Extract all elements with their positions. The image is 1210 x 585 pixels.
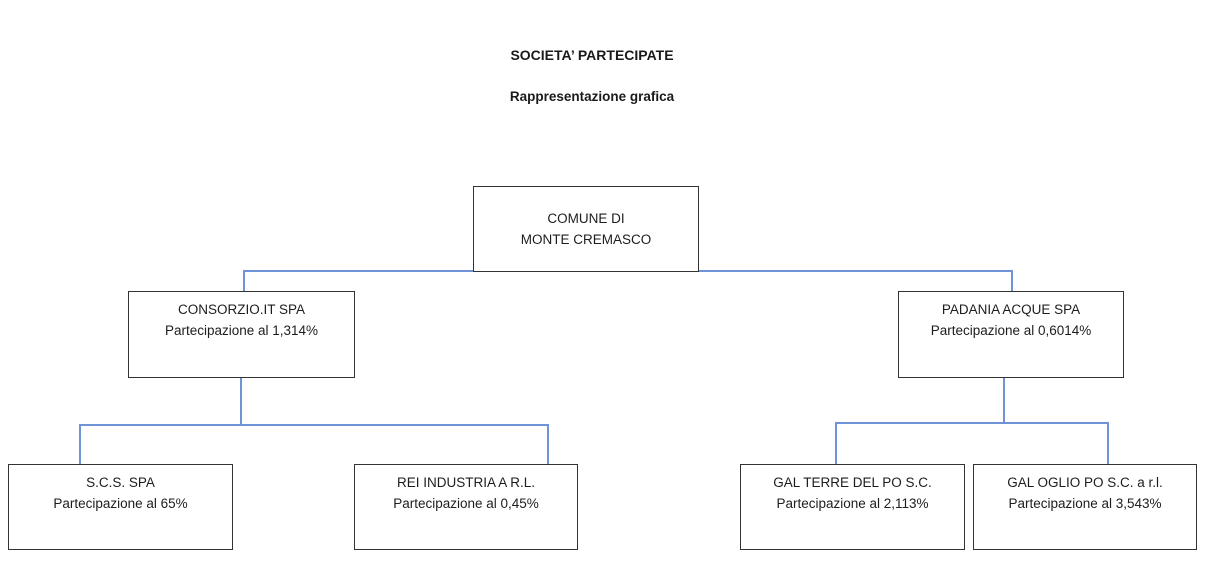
connector-to-scs-drop bbox=[79, 424, 81, 464]
org-box-padania-acque-spa: PADANIA ACQUE SPA Partecipazione al 0,60… bbox=[898, 291, 1124, 378]
org-box-name: S.C.S. SPA bbox=[86, 475, 155, 490]
connector-padania-horizontal bbox=[835, 422, 1108, 424]
org-box-share: Partecipazione al 3,543% bbox=[1008, 496, 1162, 511]
connector-to-gal-terre-drop bbox=[835, 422, 837, 464]
connector-to-rei-drop bbox=[547, 424, 549, 464]
connector-consorzio-horizontal bbox=[79, 424, 549, 426]
org-box-share: Partecipazione al 2,113% bbox=[776, 496, 929, 511]
org-box-name-line2: MONTE CREMASCO bbox=[520, 232, 652, 247]
org-box-comune-di-monte-cremasco: COMUNE DI MONTE CREMASCO bbox=[473, 186, 699, 272]
org-box-name: GAL TERRE DEL PO S.C. bbox=[773, 475, 932, 490]
org-box-name: PADANIA ACQUE SPA bbox=[941, 302, 1081, 317]
connector-root-to-consorzio-drop bbox=[243, 270, 245, 291]
org-box-consorzio-it-spa: CONSORZIO.IT SPA Partecipazione al 1,314… bbox=[128, 291, 355, 378]
org-box-name-line1: COMUNE DI bbox=[547, 211, 625, 226]
org-box-name: GAL OGLIO PO S.C. a r.l. bbox=[1007, 475, 1163, 490]
org-box-name: CONSORZIO.IT SPA bbox=[177, 302, 306, 317]
connector-to-gal-oglio-drop bbox=[1107, 422, 1109, 464]
org-box-share: Partecipazione al 0,6014% bbox=[930, 323, 1092, 338]
connector-padania-stem bbox=[1003, 378, 1005, 423]
org-box-gal-terre-del-po: GAL TERRE DEL PO S.C. Partecipazione al … bbox=[740, 464, 965, 550]
org-box-share: Partecipazione al 65% bbox=[53, 496, 188, 511]
connector-root-right-horizontal bbox=[699, 270, 1012, 272]
connector-root-to-padania-drop bbox=[1011, 270, 1013, 291]
org-box-name: REI INDUSTRIA A R.L. bbox=[396, 475, 536, 490]
connector-root-left-horizontal bbox=[243, 270, 473, 272]
connector-consorzio-stem bbox=[240, 378, 242, 425]
org-box-rei-industria: REI INDUSTRIA A R.L. Partecipazione al 0… bbox=[354, 464, 578, 550]
org-box-gal-oglio-po: GAL OGLIO PO S.C. a r.l. Partecipazione … bbox=[973, 464, 1197, 550]
page-subtitle: Rappresentazione grafica bbox=[509, 89, 675, 104]
page-title: SOCIETA’ PARTECIPATE bbox=[510, 47, 674, 63]
org-box-share: Partecipazione al 1,314% bbox=[164, 323, 319, 338]
org-box-scs-spa: S.C.S. SPA Partecipazione al 65% bbox=[8, 464, 233, 550]
org-box-share: Partecipazione al 0,45% bbox=[393, 496, 539, 511]
